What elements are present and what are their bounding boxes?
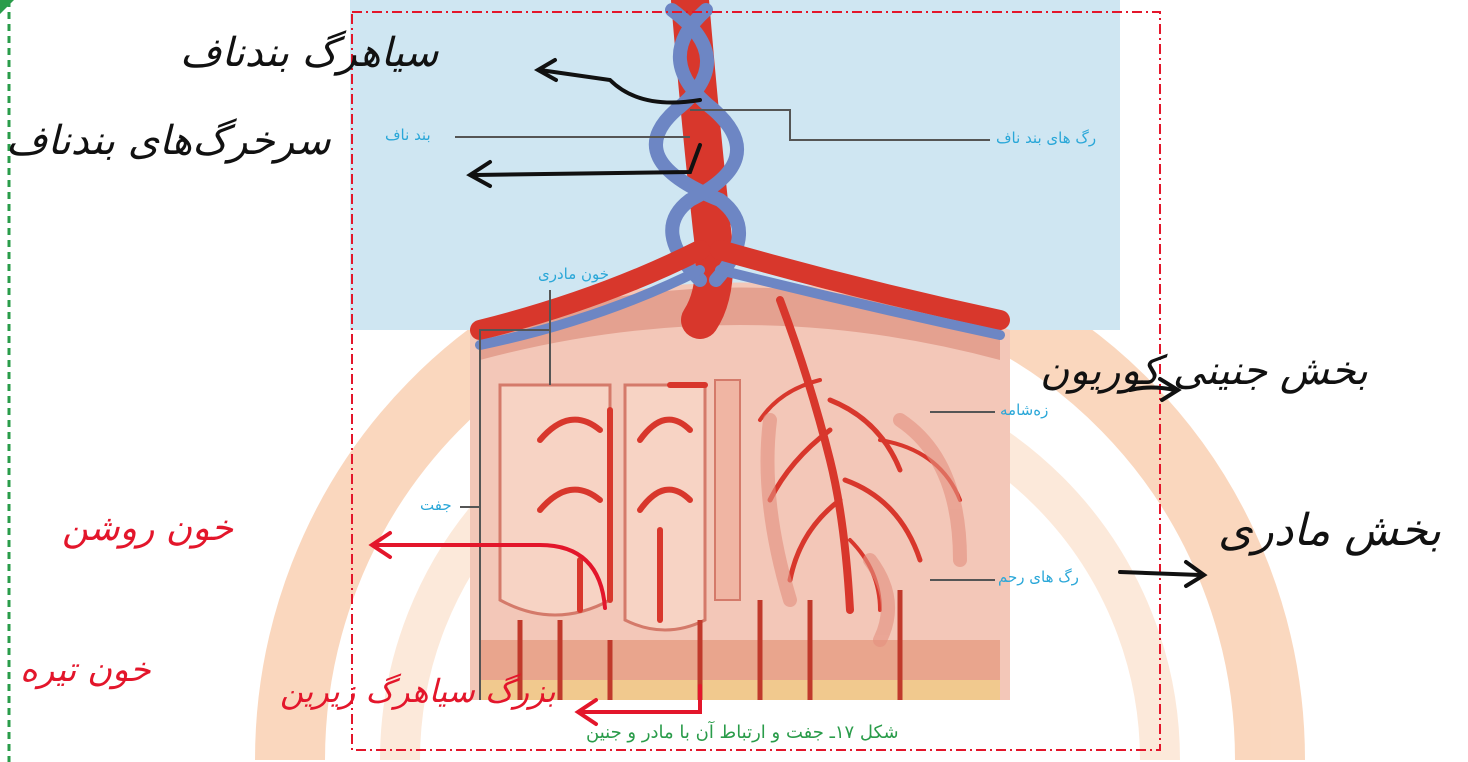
note-fetal-part: بخش جنینی کوریون bbox=[1040, 348, 1368, 394]
note-maternal-part: بخش مادری bbox=[1218, 505, 1441, 556]
label-villi: زه‌شامه bbox=[1000, 401, 1048, 419]
figure-caption: شکل ۱۷ـ جفت و ارتباط آن با مادر و جنین bbox=[586, 722, 899, 743]
corner-mark bbox=[0, 0, 14, 14]
note-umbilical-vein: سیاهرگ بندناف bbox=[180, 30, 438, 76]
label-placenta: جفت bbox=[420, 496, 452, 514]
note-large-vein: بزرگ سیاهرگ زیرین bbox=[280, 672, 556, 710]
label-uterine-vessels: رگ های رحم bbox=[998, 568, 1079, 586]
note-oxygenated-blood: خون روشن bbox=[62, 508, 233, 549]
label-maternal-blood: خون مادری bbox=[538, 265, 609, 283]
label-umbilical-cord: بند ناف bbox=[385, 126, 431, 144]
note-umbilical-arteries: سرخرگ‌های بندناف bbox=[6, 118, 330, 164]
note-deoxygenated-blood: خون تیره bbox=[20, 650, 151, 690]
label-umbilical-vessels: رگ های بند ناف bbox=[996, 129, 1096, 147]
